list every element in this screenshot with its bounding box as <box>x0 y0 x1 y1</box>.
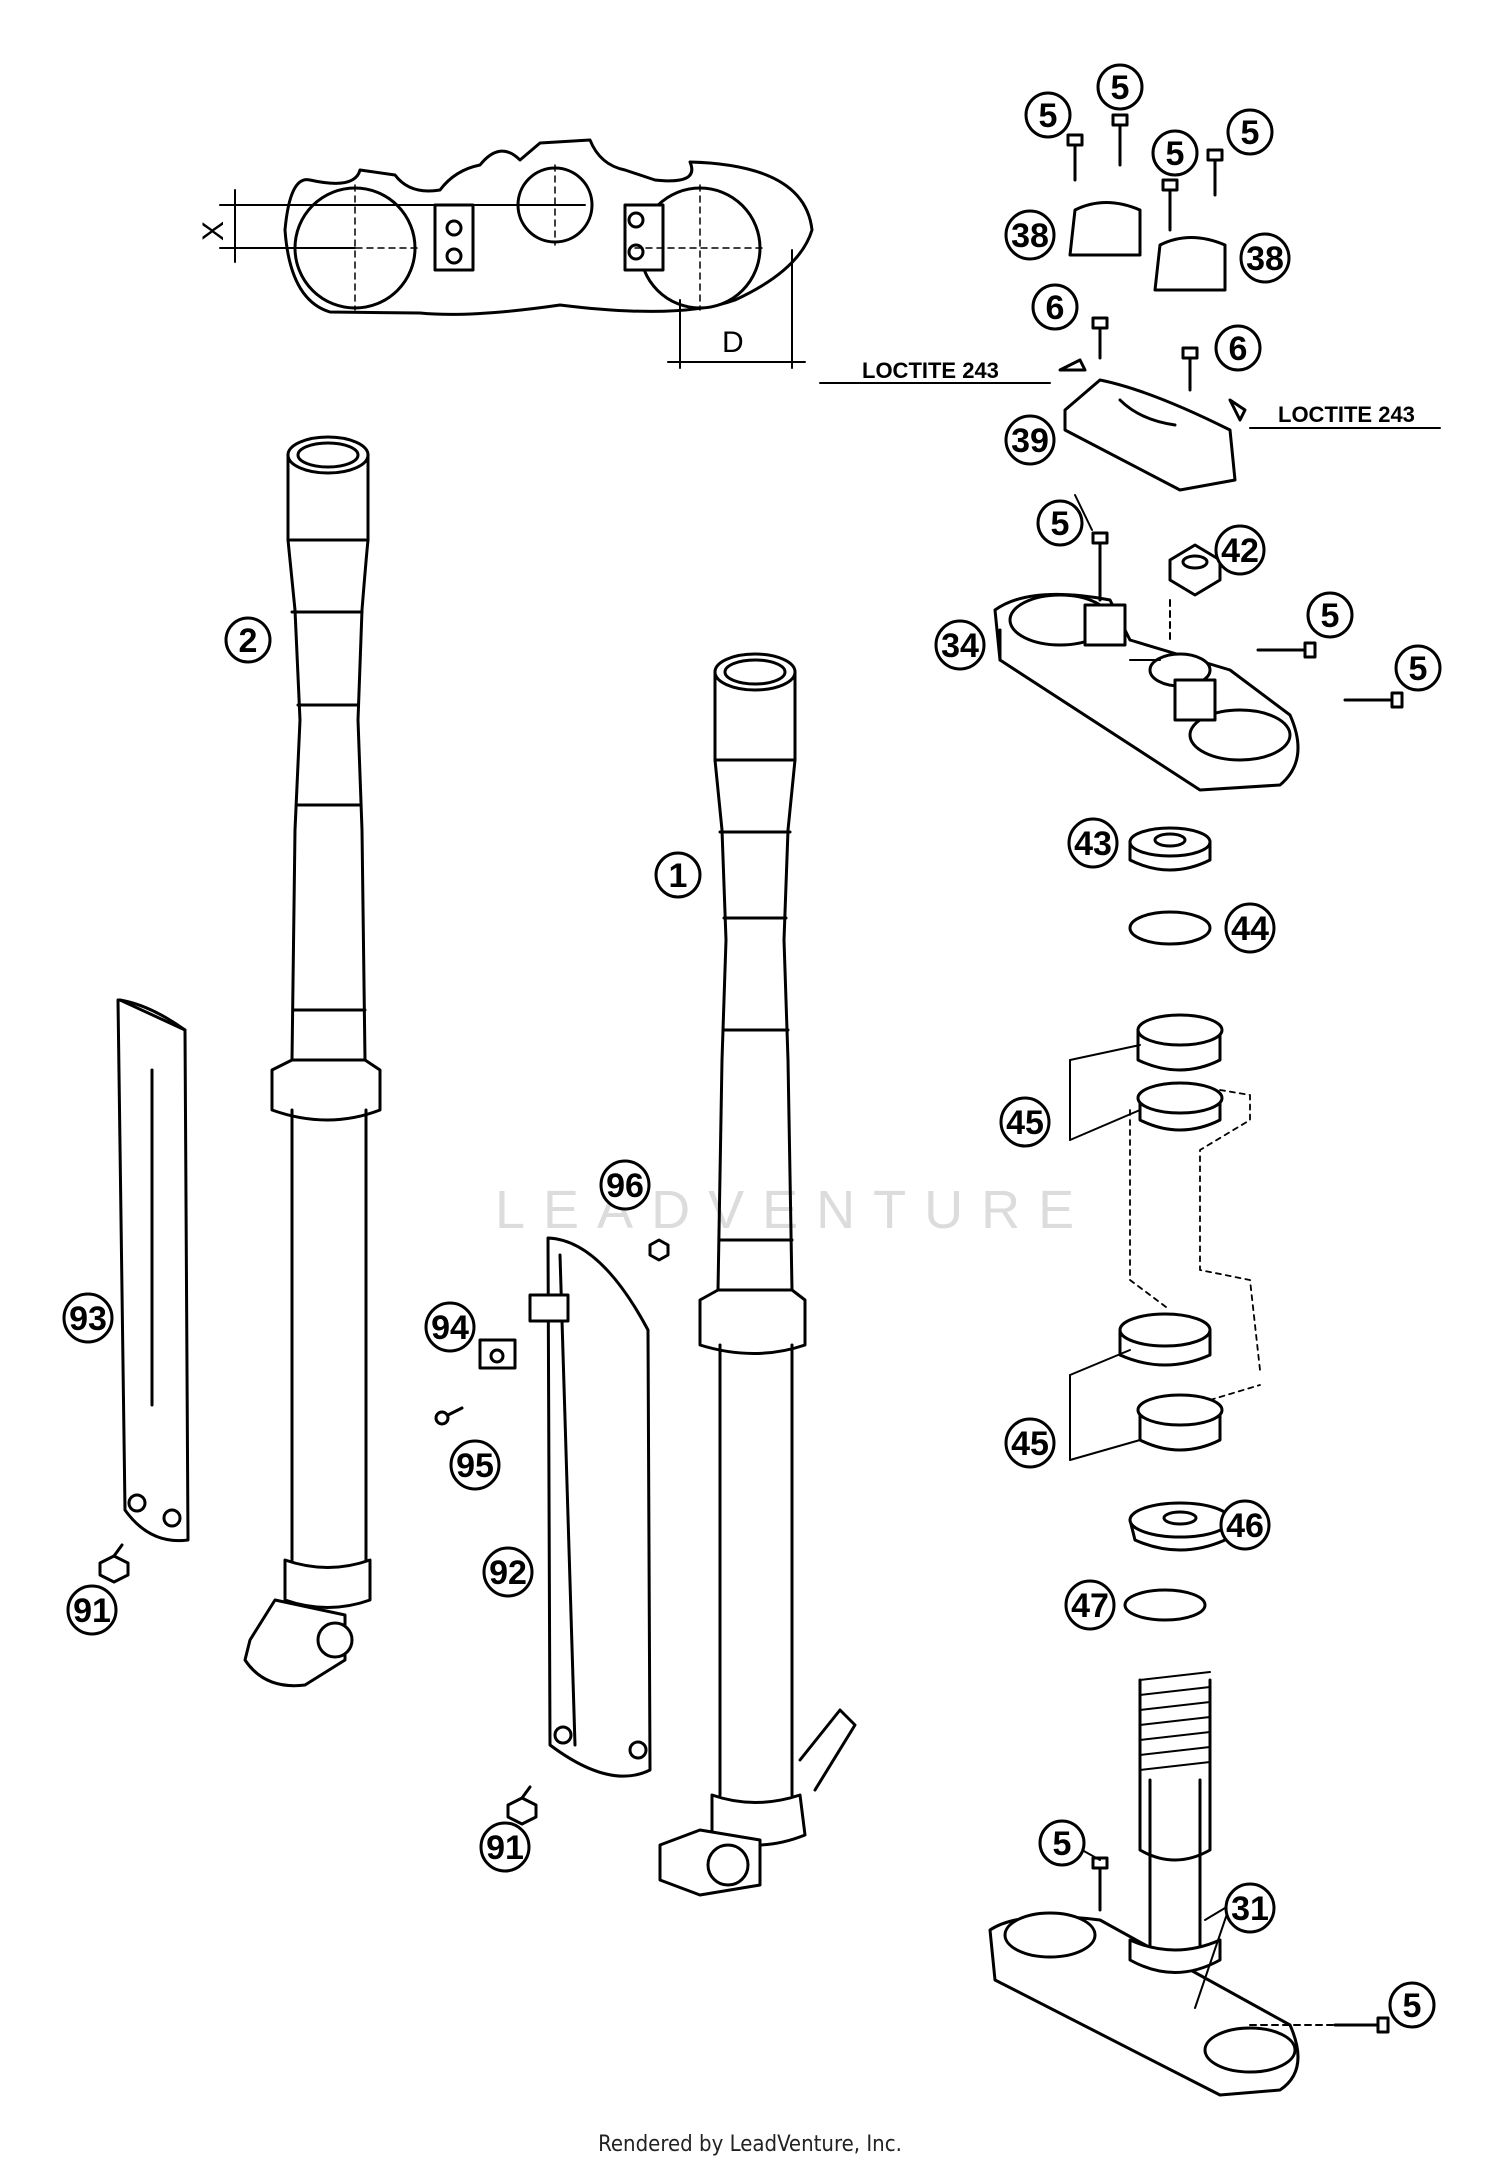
callout-91: 91 <box>66 1584 118 1636</box>
callout-1: 1 <box>654 851 702 899</box>
callout-label: 34 <box>941 627 979 665</box>
callout-label: 92 <box>489 1554 527 1592</box>
callouts: 5 5 5 5 38 38 6 6 39 5 42 34 5 5 2 1 43 … <box>62 63 1442 2029</box>
callout-label: 43 <box>1074 825 1112 863</box>
fork-leg-left <box>243 435 382 1688</box>
callout-5: 5 <box>1306 591 1354 639</box>
callout-label: 5 <box>1403 1987 1422 2025</box>
callout-label: 46 <box>1226 1507 1264 1545</box>
callout-92: 92 <box>482 1546 534 1598</box>
callout-38: 38 <box>1239 232 1291 284</box>
callout-label: 5 <box>1409 650 1428 688</box>
leader-lines <box>1074 494 1231 2009</box>
callout-label: 5 <box>1166 135 1185 173</box>
callout-6: 6 <box>1214 324 1262 372</box>
callout-label: 5 <box>1111 69 1130 107</box>
handlebar-clamps: LOCTITE 243 LOCTITE 243 <box>819 113 1441 492</box>
loctite-label-left: LOCTITE 243 <box>862 358 999 383</box>
callout-label: 96 <box>606 1167 644 1205</box>
fork-leg-right <box>658 652 857 1897</box>
callout-label: 5 <box>1053 1825 1072 1863</box>
callout-label: 6 <box>1229 330 1248 368</box>
callout-label: 95 <box>456 1447 494 1485</box>
fork-guard-right <box>528 1236 652 1778</box>
callout-label: 5 <box>1241 114 1260 152</box>
callout-label: 38 <box>1246 240 1284 278</box>
callout-5: 5 <box>1394 644 1442 692</box>
callout-label: 1 <box>669 857 688 895</box>
callout-31: 31 <box>1224 1882 1276 1934</box>
callout-label: 94 <box>431 1309 469 1347</box>
callout-label: 6 <box>1046 289 1065 327</box>
callout-5: 5 <box>1151 129 1199 177</box>
callout-38: 38 <box>1004 209 1056 261</box>
callout-5: 5 <box>1226 108 1274 156</box>
fork-guard-left <box>116 998 190 1543</box>
callout-label: 47 <box>1071 1587 1109 1625</box>
callout-45: 45 <box>999 1096 1051 1148</box>
callout-95: 95 <box>449 1439 501 1491</box>
callout-5: 5 <box>1096 63 1144 111</box>
callout-93: 93 <box>62 1292 114 1344</box>
callout-46: 46 <box>1219 1499 1271 1551</box>
callout-label: 91 <box>73 1592 111 1630</box>
triple-clamp-top-view: X D <box>197 138 814 369</box>
callout-5: 5 <box>1036 499 1084 547</box>
callout-label: 91 <box>486 1829 524 1867</box>
dim-x-label: X <box>197 221 230 241</box>
callout-label: 5 <box>1321 597 1340 635</box>
callout-label: 93 <box>69 1300 107 1338</box>
callout-2: 2 <box>224 616 272 664</box>
callout-5: 5 <box>1038 1819 1086 1867</box>
footer-credit: Rendered by LeadVenture, Inc. <box>598 2132 902 2157</box>
watermark-text: LEADVENTURE <box>495 1180 1092 1240</box>
callout-96: 96 <box>599 1159 651 1211</box>
callout-label: 42 <box>1221 532 1259 570</box>
callout-label: 2 <box>239 622 258 660</box>
callout-45: 45 <box>1004 1417 1056 1469</box>
callout-label: 45 <box>1006 1104 1044 1142</box>
callout-34: 34 <box>934 619 986 671</box>
callout-label: 5 <box>1039 97 1058 135</box>
callout-91: 91 <box>479 1821 531 1873</box>
callout-39: 39 <box>1004 414 1056 466</box>
callout-43: 43 <box>1067 817 1119 869</box>
callout-6: 6 <box>1031 283 1079 331</box>
upper-triple-clamp <box>993 531 1404 792</box>
watermark: LEADVENTURE <box>495 1180 1092 1240</box>
callout-47: 47 <box>1064 1579 1116 1631</box>
callout-5: 5 <box>1388 1981 1436 2029</box>
small-hardware <box>98 1238 670 1826</box>
callout-label: 31 <box>1231 1890 1269 1928</box>
callout-label: 45 <box>1011 1425 1049 1463</box>
loctite-label-right: LOCTITE 243 <box>1278 402 1415 427</box>
callout-42: 42 <box>1214 524 1266 576</box>
callout-5: 5 <box>1024 91 1072 139</box>
callout-label: 5 <box>1051 505 1070 543</box>
callout-label: 44 <box>1231 910 1269 948</box>
steering-bearings <box>1069 826 1261 1622</box>
callout-label: 39 <box>1011 422 1049 460</box>
callout-94: 94 <box>424 1301 476 1353</box>
dim-d-label: D <box>722 326 744 359</box>
callout-label: 38 <box>1011 217 1049 255</box>
lower-triple-clamp <box>988 1671 1390 2097</box>
callout-44: 44 <box>1224 902 1276 954</box>
